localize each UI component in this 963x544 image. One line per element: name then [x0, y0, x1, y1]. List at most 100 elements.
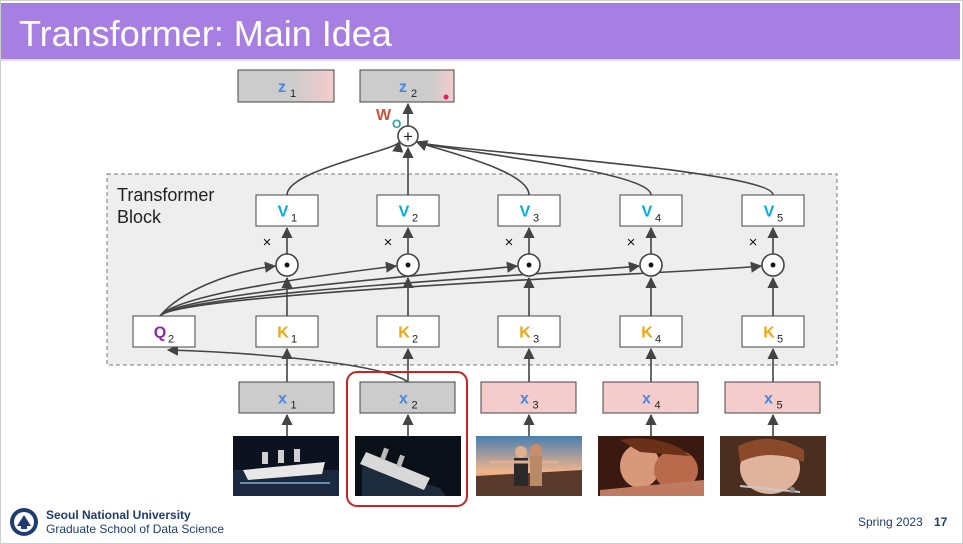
dot-node-2	[396, 253, 420, 277]
output-z1-symbol: z	[278, 79, 286, 96]
wo-w: W	[376, 107, 392, 124]
value-v3-symbol: V	[520, 204, 531, 221]
block-label-line1: Transformer	[117, 185, 214, 205]
value-v2-subscript: 2	[412, 213, 418, 225]
q2-to-dot-arrow-3	[159, 261, 519, 317]
input-x1-subscript: 1	[291, 400, 297, 412]
block-label-line2: Block	[117, 207, 162, 227]
image-ship-bow-scene	[476, 436, 582, 496]
dot-node-5	[761, 253, 785, 277]
v1-to-sum-arrow	[286, 140, 404, 196]
dot-symbol-5: •	[770, 255, 776, 275]
output-z1-subscript: 1	[290, 88, 296, 100]
image-ship-sinking	[355, 436, 461, 496]
multiply-symbol-5: ×	[749, 234, 758, 251]
multiply-symbol-1: ×	[263, 234, 272, 251]
dot-symbol-4: •	[648, 255, 654, 275]
sum-node	[397, 125, 419, 147]
dot-node-1	[275, 253, 299, 277]
key-k4-subscript: 4	[655, 334, 661, 346]
key-k3-subscript: 3	[533, 334, 539, 346]
title-bar: Transformer: Main Idea	[1, 3, 960, 59]
value-v4-symbol: V	[642, 204, 653, 221]
key-k5-subscript: 5	[777, 334, 783, 346]
output-z2-symbol: z	[399, 79, 407, 96]
v4-to-sum-arrow	[415, 140, 652, 196]
value-v5-subscript: 5	[777, 213, 783, 225]
input-x4-subscript: 4	[655, 400, 661, 412]
key-k2-subscript: 2	[412, 334, 418, 346]
multiply-symbol-2: ×	[384, 234, 393, 251]
q2-to-dot-arrow-1	[159, 261, 277, 317]
multiply-symbol-4: ×	[627, 234, 636, 251]
snu-logo	[10, 508, 38, 536]
title-divider	[1, 59, 960, 61]
input-x3-symbol: x	[520, 391, 529, 408]
key-k5-symbol: K	[763, 325, 775, 342]
input-x3-subscript: 3	[533, 400, 539, 412]
v5-to-sum-arrow	[415, 140, 774, 196]
q2-to-dot-arrow-2	[159, 261, 398, 317]
value-v3-subscript: 3	[533, 213, 539, 225]
dot-symbol-3: •	[526, 255, 532, 275]
q2-to-dot-arrow-5	[159, 261, 763, 317]
dot-symbol-2: •	[405, 255, 411, 275]
key-k3-symbol: K	[519, 325, 531, 342]
query-q2-symbol: Q	[154, 325, 166, 342]
q2-to-dot-arrow-4	[159, 261, 641, 317]
input-x1-symbol: x	[278, 391, 287, 408]
input-x4-symbol: x	[642, 391, 651, 408]
query-q2-subscript: 2	[168, 334, 174, 346]
value-v4-subscript: 4	[655, 213, 661, 225]
sum-symbol: +	[403, 127, 413, 146]
dot-node-4	[639, 253, 663, 277]
value-v1-subscript: 1	[291, 213, 297, 225]
semester: Spring 2023	[858, 515, 923, 529]
key-k2-symbol: K	[398, 325, 410, 342]
value-v2-symbol: V	[399, 204, 410, 221]
page-number: 17	[934, 515, 948, 529]
input-x2-subscript: 2	[412, 400, 418, 412]
dot-node-3	[517, 253, 541, 277]
image-ship-sailing	[233, 436, 339, 496]
school-name: Graduate School of Data Science	[46, 522, 225, 536]
highlight-frame	[346, 371, 468, 507]
wo-o: O	[392, 117, 401, 131]
output-z2-subscript: 2	[411, 88, 417, 100]
diagram-edges	[159, 102, 779, 436]
dot-symbol-1: •	[284, 255, 290, 275]
x2-to-q2-arrow	[166, 344, 409, 383]
transformer-block	[106, 173, 838, 366]
key-k1-subscript: 1	[291, 334, 297, 346]
image-portrait-scene	[720, 436, 826, 496]
key-k1-symbol: K	[277, 325, 289, 342]
image-couple-scene	[598, 436, 704, 496]
key-k4-symbol: K	[641, 325, 653, 342]
slide-title: Transformer: Main Idea	[19, 13, 392, 54]
value-v1-symbol: V	[278, 204, 289, 221]
university-name: Seoul National University	[46, 508, 191, 522]
input-x2-symbol: x	[399, 391, 408, 408]
value-v5-symbol: V	[764, 204, 775, 221]
input-x5-symbol: x	[764, 391, 773, 408]
pointer-dot	[443, 94, 449, 100]
input-x5-subscript: 5	[777, 400, 783, 412]
